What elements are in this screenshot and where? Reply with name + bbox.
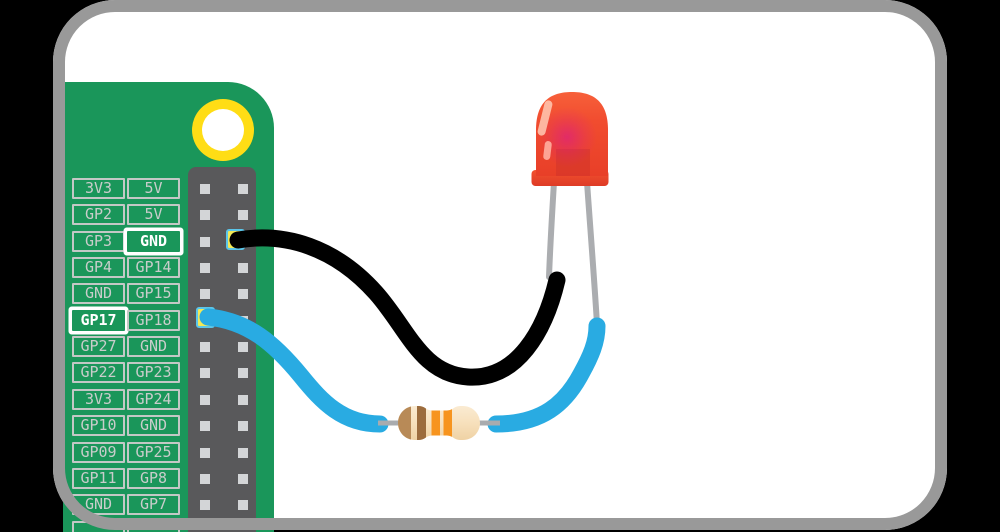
- pin-cell-gp2: GP2: [72, 204, 125, 226]
- pin-cell-gp23: GP23: [127, 362, 180, 384]
- header-pin: [200, 473, 210, 484]
- pin-cell-empty: [127, 520, 180, 532]
- pin-cell-gp15: GP15: [127, 283, 180, 305]
- pin-cell-gnd: GND: [72, 283, 125, 305]
- header-pin: [200, 368, 210, 379]
- pin-cell-gp09: GP09: [72, 441, 125, 463]
- pin-cell-gp25: GP25: [127, 441, 180, 463]
- pin-cell-5v: 5V: [127, 178, 180, 199]
- pin-cell-empty: [72, 520, 125, 532]
- header-pin: [238, 394, 248, 405]
- header-pin: [238, 263, 248, 274]
- header-pin: [200, 236, 210, 247]
- header-pin: [238, 500, 248, 511]
- pin-cell-gp22: GP22: [72, 362, 125, 384]
- pin-row: [72, 520, 182, 532]
- header-pin: [200, 342, 210, 353]
- pin-cell-gp14: GP14: [127, 257, 180, 279]
- header-pin: [238, 368, 248, 379]
- gnd-pin-highlight: [226, 229, 245, 250]
- header-pin: [238, 447, 248, 458]
- header-pin: [238, 184, 248, 194]
- header-pin: [200, 184, 210, 194]
- pin-cell-gnd: GND: [127, 231, 180, 252]
- header-pin: [238, 342, 248, 353]
- pin-cell-5v: 5V: [127, 204, 180, 226]
- gp17-pin-highlight: [196, 307, 215, 328]
- header-pin: [238, 421, 248, 432]
- pin-cell-gp3: GP3: [72, 230, 125, 252]
- header-pin: [200, 500, 210, 511]
- pin-cell-gnd: GND: [127, 336, 180, 358]
- pin-header: [188, 167, 256, 532]
- header-pin: [238, 473, 248, 484]
- mounting-hole-center: [202, 109, 244, 151]
- header-pin: [200, 421, 210, 432]
- header-pin: [238, 210, 248, 221]
- header-pin: [200, 447, 210, 458]
- pin-cell-gp24: GP24: [127, 388, 180, 410]
- pin-cell-gp8: GP8: [127, 467, 180, 489]
- header-pin: [200, 394, 210, 405]
- pin-cell-gp18: GP18: [127, 309, 180, 331]
- pin-cell-gp7: GP7: [127, 494, 180, 516]
- header-pin: [200, 263, 210, 274]
- header-pin: [200, 289, 210, 300]
- mounting-hole: [192, 99, 254, 161]
- pin-cell-gp27: GP27: [72, 336, 125, 358]
- header-pin: [238, 289, 248, 300]
- pin-cell-gnd: GND: [127, 415, 180, 437]
- pin-cell-gp10: GP10: [72, 415, 125, 437]
- pin-cell-gnd: GND: [72, 494, 125, 516]
- pin-cell-3v3: 3V3: [72, 178, 125, 199]
- pin-cell-gp11: GP11: [72, 467, 125, 489]
- pin-cell-gp4: GP4: [72, 257, 125, 279]
- header-pin: [200, 210, 210, 221]
- pin-cell-gp17: GP17: [72, 310, 125, 331]
- pin-cell-3v3: 3V3: [72, 388, 125, 410]
- header-pin: [238, 315, 248, 326]
